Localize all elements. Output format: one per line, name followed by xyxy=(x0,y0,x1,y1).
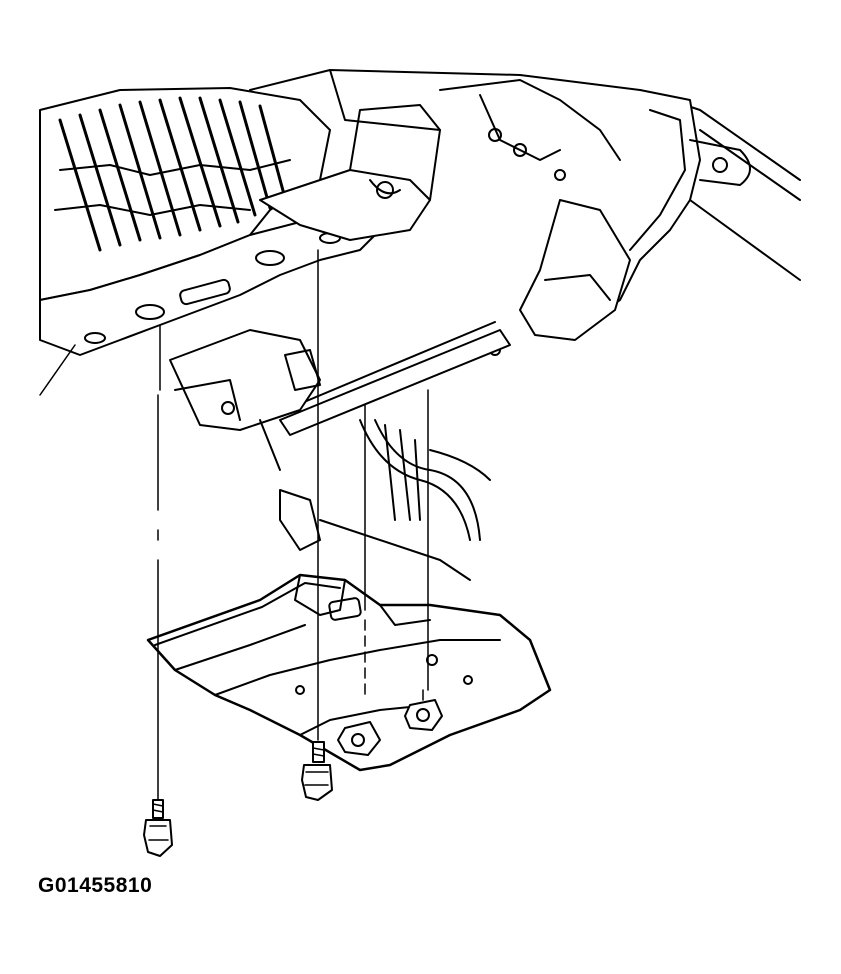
radiator-support-frame xyxy=(40,70,800,580)
installation-lines xyxy=(158,250,428,800)
figure-id-label: G01455810 xyxy=(38,874,153,897)
mounting-nut xyxy=(338,690,442,755)
mounting-bolt xyxy=(144,742,332,856)
transmission-skid-plate xyxy=(148,575,550,770)
